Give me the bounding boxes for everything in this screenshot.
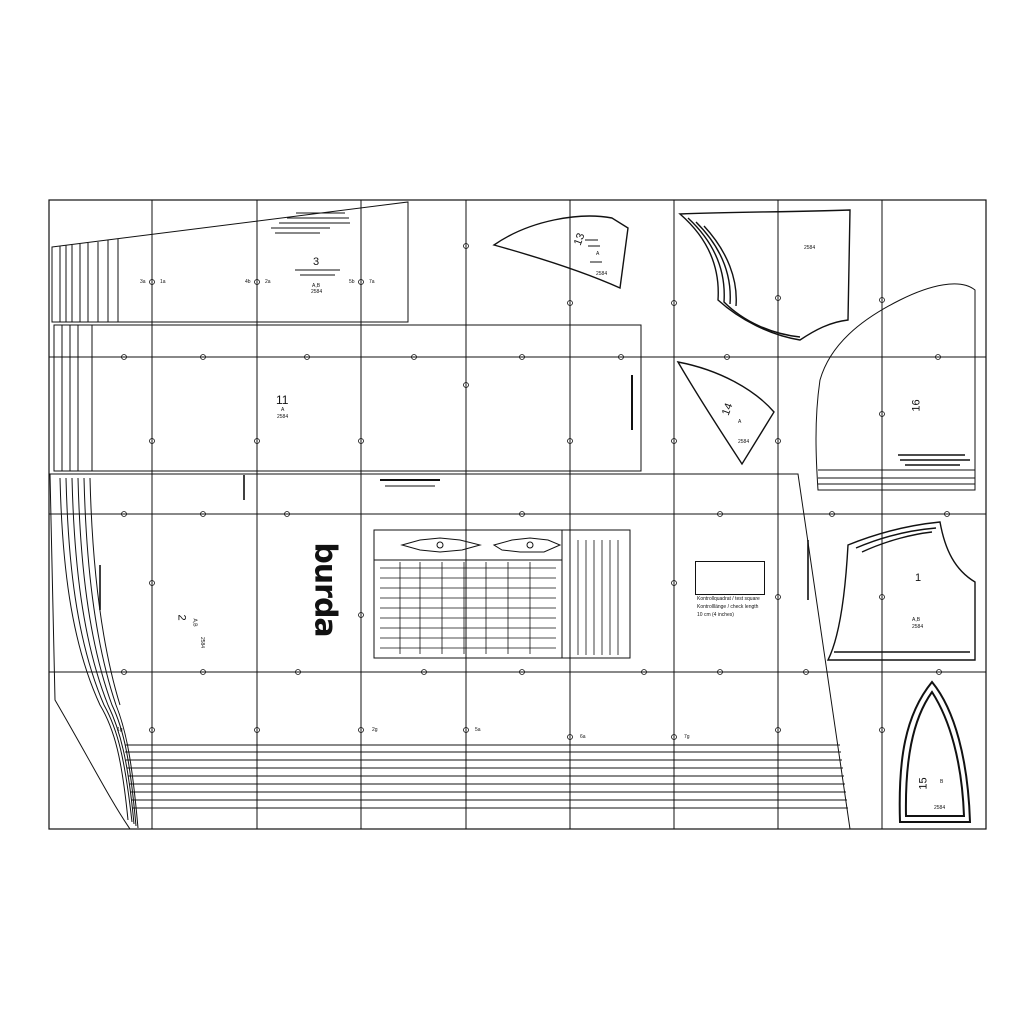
grid-mark: 4b bbox=[245, 279, 251, 285]
control-length-label: Kontrolllänge / check length bbox=[697, 604, 759, 610]
control-square bbox=[695, 561, 765, 595]
piece-1-number: 1 bbox=[915, 572, 922, 584]
grid-mark: 1a bbox=[160, 279, 166, 285]
grid-crosshairs bbox=[121, 243, 950, 740]
piece-sleeve-outline bbox=[815, 283, 976, 491]
piece-2-grainlines bbox=[99, 475, 809, 610]
piece-2-number: 2 bbox=[175, 614, 188, 621]
piece-15-sub: B bbox=[940, 779, 944, 785]
piece-13-outline bbox=[492, 215, 629, 290]
piece-16-number: 16 bbox=[910, 399, 923, 412]
grid-mark: 6a bbox=[580, 734, 586, 740]
piece-1-outline bbox=[826, 521, 976, 661]
piece-3-outline bbox=[51, 201, 409, 323]
piece-3-text-lines bbox=[271, 212, 350, 276]
control-size-label: 10 cm (4 inches) bbox=[697, 612, 734, 618]
piece-1-code: 2584 bbox=[912, 624, 924, 630]
piece-13-sub: A bbox=[596, 251, 600, 257]
piece-15-code: 2584 bbox=[934, 805, 946, 811]
grid-mark: 1g bbox=[117, 727, 123, 733]
piece-16-outline bbox=[678, 209, 851, 341]
grid-mark: 2g bbox=[372, 727, 378, 733]
grid-mark: 2a bbox=[265, 279, 271, 285]
piece-2-code: 2584 bbox=[199, 636, 206, 649]
piece-14-outline bbox=[676, 361, 775, 466]
piece-1-sub: A,B bbox=[912, 617, 921, 623]
size-chart-block bbox=[373, 529, 631, 659]
grid-mark: 7g bbox=[684, 734, 690, 740]
piece-2-sub: A,B bbox=[191, 618, 198, 627]
piece-2-outline bbox=[49, 473, 851, 830]
size-chart-rows bbox=[380, 540, 619, 655]
piece-14-code: 2584 bbox=[738, 439, 750, 445]
piece-11-code: 2584 bbox=[277, 414, 289, 420]
piece-3-sub: A,B bbox=[312, 283, 321, 289]
control-square-label: Kontrollquadrat / test square bbox=[697, 596, 760, 602]
piece-15-number: 15 bbox=[917, 777, 930, 790]
grid-mark: 3a bbox=[140, 279, 146, 285]
piece-14-sub: A bbox=[738, 419, 742, 425]
grid-mark: 5b bbox=[349, 279, 355, 285]
piece-13-labels bbox=[585, 239, 602, 263]
piece-sleeve-text-lines bbox=[898, 454, 970, 466]
piece-11-number: 11 bbox=[276, 393, 289, 407]
piece-16-code: 2584 bbox=[804, 245, 816, 251]
piece-11-sub: A bbox=[281, 407, 285, 413]
burda-logo: burda bbox=[307, 541, 343, 637]
piece-3-code: 2584 bbox=[311, 289, 323, 295]
piece-3-number: 3 bbox=[313, 256, 320, 268]
size-chart-figures bbox=[400, 537, 562, 553]
piece-13-code: 2584 bbox=[596, 271, 608, 277]
grid-mark: 7a bbox=[369, 279, 375, 285]
piece-11-outline bbox=[53, 324, 642, 472]
grid-mark: 5a bbox=[475, 727, 481, 733]
piece-15-outline bbox=[898, 680, 972, 823]
tile-grid bbox=[49, 200, 986, 829]
